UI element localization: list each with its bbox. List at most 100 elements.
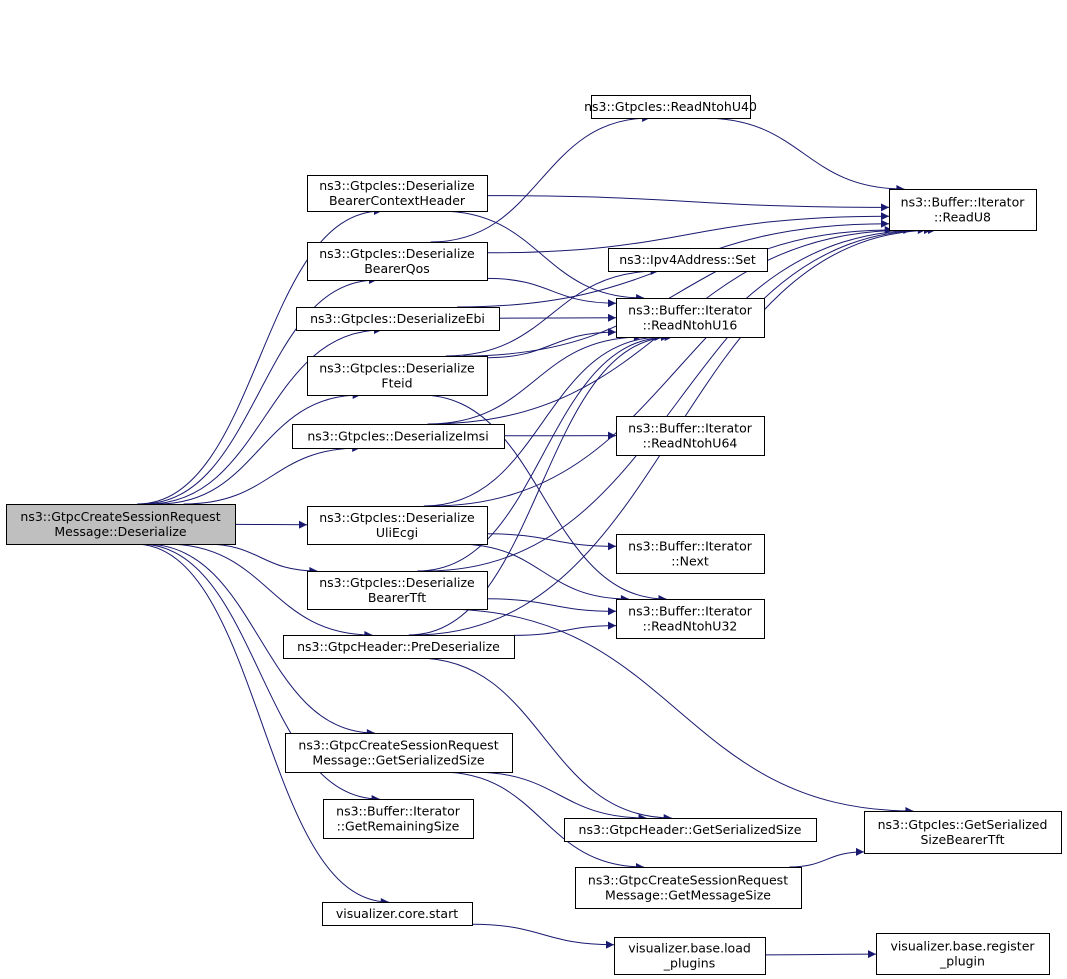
node-box bbox=[591, 95, 751, 119]
node-grs[interactable]: ns3::Buffer::Iterator::GetRemainingSize bbox=[323, 799, 474, 839]
node-box bbox=[307, 506, 488, 545]
edge-des_tft-to-ru8 bbox=[425, 226, 933, 572]
node-label: ns3::GtpcCreateSessionRequest bbox=[298, 738, 498, 753]
node-label: ::Next bbox=[671, 554, 709, 569]
node-box bbox=[307, 175, 488, 212]
node-box bbox=[616, 599, 765, 639]
node-box bbox=[285, 733, 513, 773]
node-box bbox=[864, 811, 1062, 854]
node-next[interactable]: ns3::Buffer::Iterator::Next bbox=[616, 534, 765, 574]
node-des_imsi[interactable]: ns3::GtpcIes::DeserializeImsi bbox=[292, 424, 505, 449]
node-rn40[interactable]: ns3::GtpcIes::ReadNtohU40 bbox=[584, 95, 757, 119]
node-label: ns3::Ipv4Address::Set bbox=[619, 252, 756, 267]
edge-des_imsi-to-rn16 bbox=[427, 333, 642, 425]
edge-pre_des-to-rn16 bbox=[408, 333, 673, 636]
node-vblp[interactable]: visualizer.base.load_plugins bbox=[614, 937, 766, 975]
edge-root-to-grs bbox=[139, 543, 380, 803]
node-label: ns3::GtpcIes::Deserialize bbox=[319, 178, 475, 193]
node-des_bch[interactable]: ns3::GtpcIes::DeserializeBearerContextHe… bbox=[307, 175, 488, 212]
edge-des_fteid-to-ipv4set bbox=[445, 267, 659, 357]
node-vbrp[interactable]: visualizer.base.register_plugin bbox=[876, 933, 1050, 975]
node-label: _plugins bbox=[663, 956, 715, 971]
node-ipv4set[interactable]: ns3::Ipv4Address::Set bbox=[608, 248, 768, 272]
node-label: ::ReadNtohU32 bbox=[643, 619, 738, 634]
node-box bbox=[889, 189, 1037, 231]
node-label: ns3::GtpcIes::Deserialize bbox=[319, 510, 475, 525]
node-rn16[interactable]: ns3::Buffer::Iterator::ReadNtohU16 bbox=[616, 298, 765, 338]
edge-root-to-gss bbox=[144, 543, 375, 737]
node-hgss[interactable]: ns3::GtpcHeader::GetSerializedSize bbox=[564, 818, 817, 842]
edge-des_bch-to-ru8 bbox=[486, 195, 890, 212]
node-box bbox=[616, 416, 765, 456]
node-label: ns3::Buffer::Iterator bbox=[628, 539, 753, 554]
node-box bbox=[292, 424, 505, 449]
edge-vcs-to-vblp bbox=[471, 923, 615, 949]
node-label: visualizer.base.load bbox=[628, 941, 751, 956]
edge-pre_des-to-rn32 bbox=[513, 621, 617, 636]
node-ru8[interactable]: ns3::Buffer::Iterator::ReadU8 bbox=[889, 189, 1037, 231]
node-label: ns3::GtpcIes::Deserialize bbox=[319, 361, 475, 376]
node-label: ::ReadNtohU64 bbox=[643, 436, 738, 451]
edge-root-to-des_bch bbox=[137, 207, 383, 505]
node-pre_des[interactable]: ns3::GtpcHeader::PreDeserialize bbox=[283, 635, 515, 659]
node-box bbox=[616, 534, 765, 574]
node-label: ::ReadNtohU16 bbox=[643, 318, 738, 333]
node-box bbox=[876, 933, 1050, 975]
edge-des_tft-to-rn16 bbox=[417, 333, 670, 572]
node-label: SizeBearerTft bbox=[921, 832, 1005, 847]
edge-gss-to-hgss bbox=[472, 771, 647, 822]
node-label: BearerQos bbox=[364, 261, 430, 276]
node-label: ::ReadU8 bbox=[934, 210, 991, 225]
node-label: ns3::Buffer::Iterator bbox=[336, 804, 461, 819]
edge-gss-to-gms bbox=[440, 771, 645, 871]
edge-des_tft-to-rn32 bbox=[486, 598, 617, 616]
node-box bbox=[608, 248, 768, 272]
edge-root-to-des_fteid bbox=[157, 391, 361, 505]
node-rn32[interactable]: ns3::Buffer::Iterator::ReadNtohU32 bbox=[616, 599, 765, 639]
edge-des_bqos-to-ru8 bbox=[486, 212, 890, 254]
edge-root-to-pre_des bbox=[165, 543, 373, 639]
node-box bbox=[616, 298, 765, 338]
node-label: ns3::GtpcIes::Deserialize bbox=[319, 575, 475, 590]
node-box bbox=[323, 799, 474, 839]
node-gss[interactable]: ns3::GtpcCreateSessionRequestMessage::Ge… bbox=[285, 733, 513, 773]
node-root[interactable]: ns3::GtpcCreateSessionRequestMessage::De… bbox=[6, 504, 236, 545]
node-rn64[interactable]: ns3::Buffer::Iterator::ReadNtohU64 bbox=[616, 416, 765, 456]
node-label: ::GetRemainingSize bbox=[337, 819, 460, 834]
edge-root-to-des_tft bbox=[204, 543, 318, 575]
node-label: ns3::GtpcIes::ReadNtohU40 bbox=[584, 99, 757, 114]
edge-root-to-des_imsi bbox=[183, 444, 361, 505]
node-label: Fteid bbox=[381, 376, 412, 391]
node-label: ns3::GtpcIes::DeserializeImsi bbox=[307, 429, 488, 444]
edge-rn40-to-ru8 bbox=[703, 117, 905, 193]
node-label: visualizer.core.start bbox=[336, 906, 458, 921]
node-box bbox=[307, 356, 488, 396]
edge-root-to-vcs bbox=[134, 543, 389, 906]
node-label: ns3::Buffer::Iterator bbox=[628, 303, 753, 318]
node-label: UliEcgi bbox=[376, 525, 418, 540]
node-box bbox=[564, 818, 817, 842]
edge-des_bqos-to-rn40 bbox=[430, 114, 651, 243]
node-label: BearerTft bbox=[368, 590, 426, 605]
edge-gms-to-gsbt bbox=[789, 847, 865, 868]
node-label: _plugin bbox=[939, 954, 985, 969]
nodes-layer: ns3::GtpcCreateSessionRequestMessage::De… bbox=[6, 95, 1062, 975]
node-box bbox=[614, 937, 766, 975]
node-label: ns3::GtpcIes::DeserializeEbi bbox=[310, 311, 485, 326]
node-label: ns3::GtpcHeader::PreDeserialize bbox=[297, 639, 500, 654]
node-gms[interactable]: ns3::GtpcCreateSessionRequestMessage::Ge… bbox=[575, 867, 802, 909]
node-des_ebi[interactable]: ns3::GtpcIes::DeserializeEbi bbox=[296, 307, 500, 331]
node-label: ns3::Buffer::Iterator bbox=[628, 421, 753, 436]
node-label: ns3::Buffer::Iterator bbox=[901, 195, 1026, 210]
edge-des_uli-to-next bbox=[486, 533, 617, 551]
node-label: Message::GetSerializedSize bbox=[312, 753, 484, 768]
edge-root-to-des_ebi bbox=[147, 326, 383, 505]
node-label: ns3::GtpcHeader::GetSerializedSize bbox=[579, 822, 802, 837]
node-vcs[interactable]: visualizer.core.start bbox=[322, 902, 473, 926]
